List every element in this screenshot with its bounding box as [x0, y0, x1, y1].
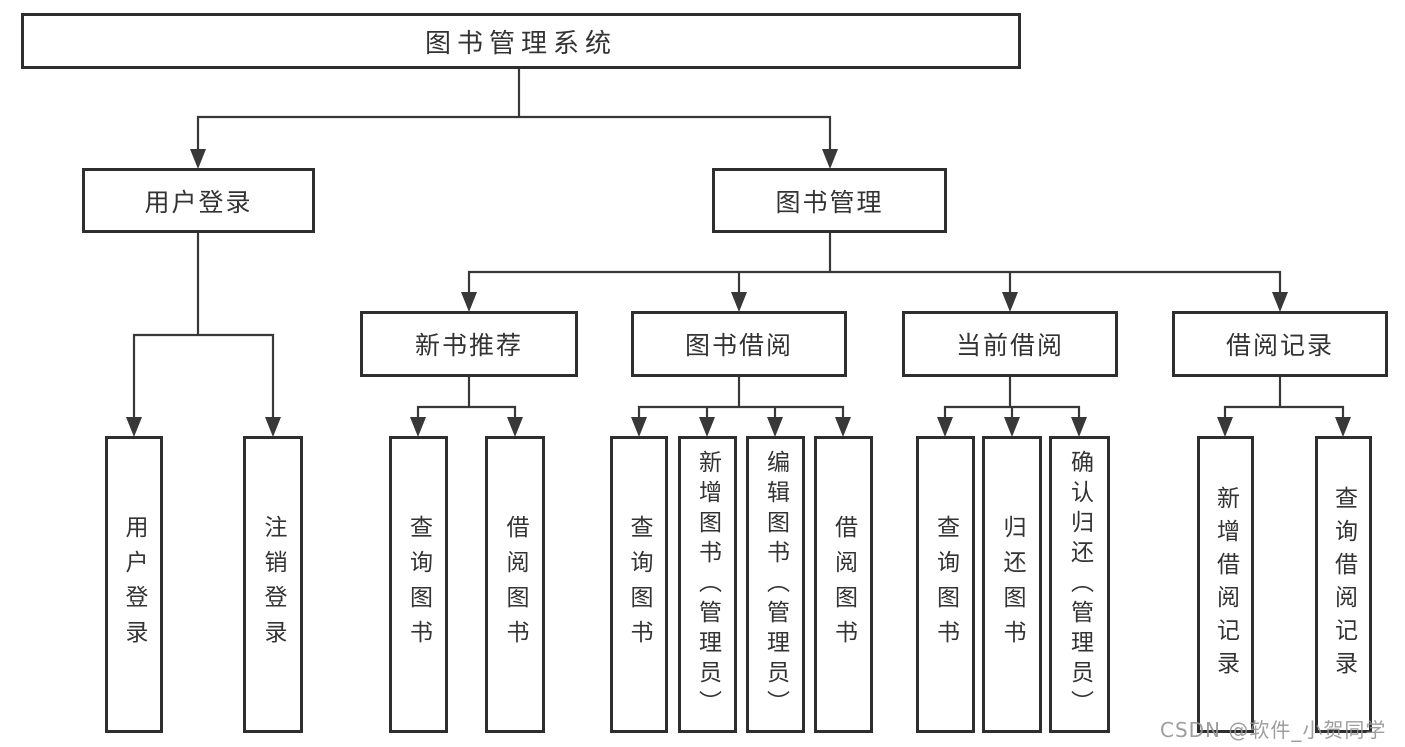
leaf-add-books-admin: 新增图书（管理员） — [678, 436, 737, 733]
leaf-logout-label: 注销登录 — [260, 514, 286, 655]
leaf-return-books: 归还图书 — [982, 436, 1042, 733]
leaf-borrow-books-1-label: 借阅图书 — [502, 514, 528, 655]
leaf-query-books-3: 查询图书 — [916, 436, 975, 733]
node-root: 图书管理系统 — [21, 13, 1021, 69]
node-user-login: 用户登录 — [82, 168, 315, 233]
node-new-book-recommend-label: 新书推荐 — [414, 331, 523, 360]
leaf-borrow-books-2-label: 借阅图书 — [830, 514, 857, 655]
node-current-borrow: 当前借阅 — [902, 311, 1118, 377]
csdn-watermark: CSDN @软件_小贺同学 — [1160, 718, 1387, 742]
leaf-query-borrow-record: 查询借阅记录 — [1315, 436, 1372, 733]
leaf-query-books-2-label: 查询图书 — [626, 514, 652, 655]
leaf-borrow-books-1: 借阅图书 — [485, 436, 545, 733]
leaf-edit-books-admin-label: 编辑图书（管理员） — [762, 449, 789, 720]
node-book-borrow: 图书借阅 — [631, 311, 847, 377]
leaf-borrow-books-2: 借阅图书 — [814, 436, 873, 733]
node-current-borrow-label: 当前借阅 — [955, 331, 1064, 360]
node-borrow-records: 借阅记录 — [1172, 311, 1388, 377]
leaf-add-books-admin-label: 新增图书（管理员） — [694, 449, 721, 720]
leaf-query-borrow-record-label: 查询借阅记录 — [1330, 485, 1357, 684]
node-new-book-recommend: 新书推荐 — [360, 311, 578, 377]
node-borrow-records-label: 借阅记录 — [1225, 331, 1334, 360]
node-user-login-label: 用户登录 — [144, 187, 253, 217]
leaf-query-books-3-label: 查询图书 — [932, 514, 959, 655]
node-root-label: 图书管理系统 — [424, 28, 617, 59]
leaf-logout: 注销登录 — [243, 436, 303, 733]
leaf-query-books-1-label: 查询图书 — [405, 514, 432, 655]
leaf-query-books-1: 查询图书 — [389, 436, 448, 733]
leaf-edit-books-admin: 编辑图书（管理员） — [746, 436, 805, 733]
leaf-add-borrow-record: 新增借阅记录 — [1197, 436, 1254, 733]
leaf-confirm-return-admin-label: 确认归还（管理员） — [1066, 449, 1093, 720]
node-book-borrow-label: 图书借阅 — [684, 331, 793, 360]
node-book-management-label: 图书管理 — [775, 187, 884, 217]
node-book-management: 图书管理 — [712, 168, 947, 233]
leaf-query-books-2: 查询图书 — [610, 436, 668, 733]
leaf-user-login-label: 用户登录 — [121, 514, 147, 655]
leaf-user-login: 用户登录 — [105, 436, 163, 733]
leaf-return-books-label: 归还图书 — [999, 514, 1025, 655]
leaf-confirm-return-admin: 确认归还（管理员） — [1049, 436, 1110, 733]
leaf-add-borrow-record-label: 新增借阅记录 — [1212, 485, 1239, 684]
